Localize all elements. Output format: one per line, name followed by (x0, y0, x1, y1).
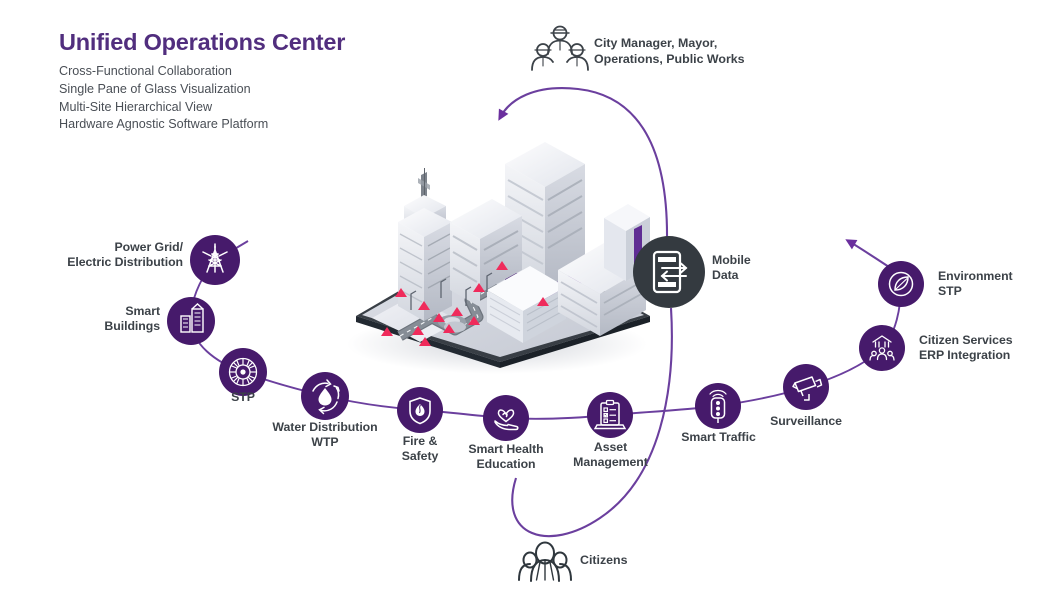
buildings-icon (180, 303, 204, 333)
turbine-icon (228, 357, 258, 387)
map-pin (381, 327, 393, 336)
node-surveillance[interactable] (783, 364, 829, 410)
top-loop-arrow (498, 87, 669, 241)
building-white-block (487, 266, 566, 343)
node-label-smart-traffic: Smart Traffic (681, 430, 756, 444)
health-hand-heart-icon (494, 409, 519, 431)
header-block: Unified Operations Center Cross-Function… (59, 29, 479, 135)
node-label-asset-management: Asset Management (573, 440, 648, 470)
map-pin (443, 324, 455, 333)
node-fire-safety[interactable] (397, 387, 443, 433)
page-title: Unified Operations Center (59, 29, 346, 55)
street-lamps (410, 272, 493, 310)
map-pin (496, 261, 508, 270)
map-pin (473, 283, 485, 292)
stakeholder-label-citizens: Citizens (580, 553, 628, 567)
node-power-grid[interactable] (190, 235, 240, 285)
traffic-light-icon (709, 389, 727, 423)
feature-bullet: Cross-Functional Collaboration (59, 63, 232, 78)
bottom-loop (511, 307, 673, 538)
hub-mobile-data[interactable] (633, 236, 705, 308)
node-label-water-distribution: Water Distribution WTP (272, 420, 378, 450)
node-label-environment-stp: Environment STP (938, 269, 1013, 299)
node-water-distribution[interactable] (301, 372, 349, 420)
feature-bullet: Single Pane of Glass Visualization (59, 81, 251, 96)
node-citizen-services[interactable] (859, 325, 905, 371)
node-smart-health[interactable] (483, 395, 529, 441)
fire-shield-icon (409, 397, 431, 425)
mobile-data-icon (652, 250, 688, 294)
building-stepped-midrise (450, 199, 522, 307)
clipboard-checklist-icon (593, 399, 627, 430)
building-tower-antenna (398, 168, 452, 321)
isometric-smart-city-illustration (347, 142, 660, 374)
leaf-circle-icon (888, 271, 914, 297)
node-label-smart-health: Smart Health Education (468, 442, 544, 472)
citizens-group-icon (518, 541, 572, 582)
hub-label-mobile-data: Mobile Data (712, 253, 751, 283)
map-pin (537, 297, 549, 306)
people-group-icon (531, 25, 589, 71)
feature-bullet: Hardware Agnostic Software Platform (59, 117, 269, 132)
stakeholder-label-city-leadership: City Manager, Mayor, Operations, Public … (594, 36, 745, 67)
map-pin (418, 301, 430, 310)
map-pin (451, 307, 463, 316)
node-asset-management[interactable] (587, 392, 633, 438)
cctv-camera-icon (792, 376, 823, 401)
node-label-power-grid: Power Grid/ Electric Distribution (67, 240, 183, 270)
transmission-tower-icon (202, 243, 228, 273)
node-smart-traffic[interactable] (695, 383, 741, 429)
node-label-smart-buildings: Smart Buildings (104, 304, 160, 334)
node-smart-buildings[interactable] (167, 297, 215, 345)
node-label-citizen-services: Citizen Services ERP Integration (919, 333, 1013, 363)
civic-people-icon (869, 335, 895, 361)
water-recycle-icon (312, 379, 340, 415)
feature-bullet-list: Cross-Functional Collaboration Single Pa… (59, 63, 479, 135)
node-stp[interactable] (219, 348, 267, 396)
node-label-fire-safety: Fire & Safety (401, 434, 439, 464)
map-pin (419, 337, 431, 346)
building-right-midrise (558, 243, 646, 336)
node-environment-stp[interactable] (878, 261, 924, 307)
feature-bullet: Multi-Site Hierarchical View (59, 99, 213, 114)
right-ascending-arrow (845, 239, 890, 268)
map-pin (412, 326, 424, 335)
node-label-surveillance: Surveillance (770, 414, 842, 428)
data-exchange-arrows (660, 262, 688, 282)
connector-loops (498, 87, 890, 538)
map-pin (468, 316, 480, 325)
node-label-stp: STP (231, 390, 255, 404)
map-pin (433, 313, 445, 322)
map-pin (395, 288, 407, 297)
